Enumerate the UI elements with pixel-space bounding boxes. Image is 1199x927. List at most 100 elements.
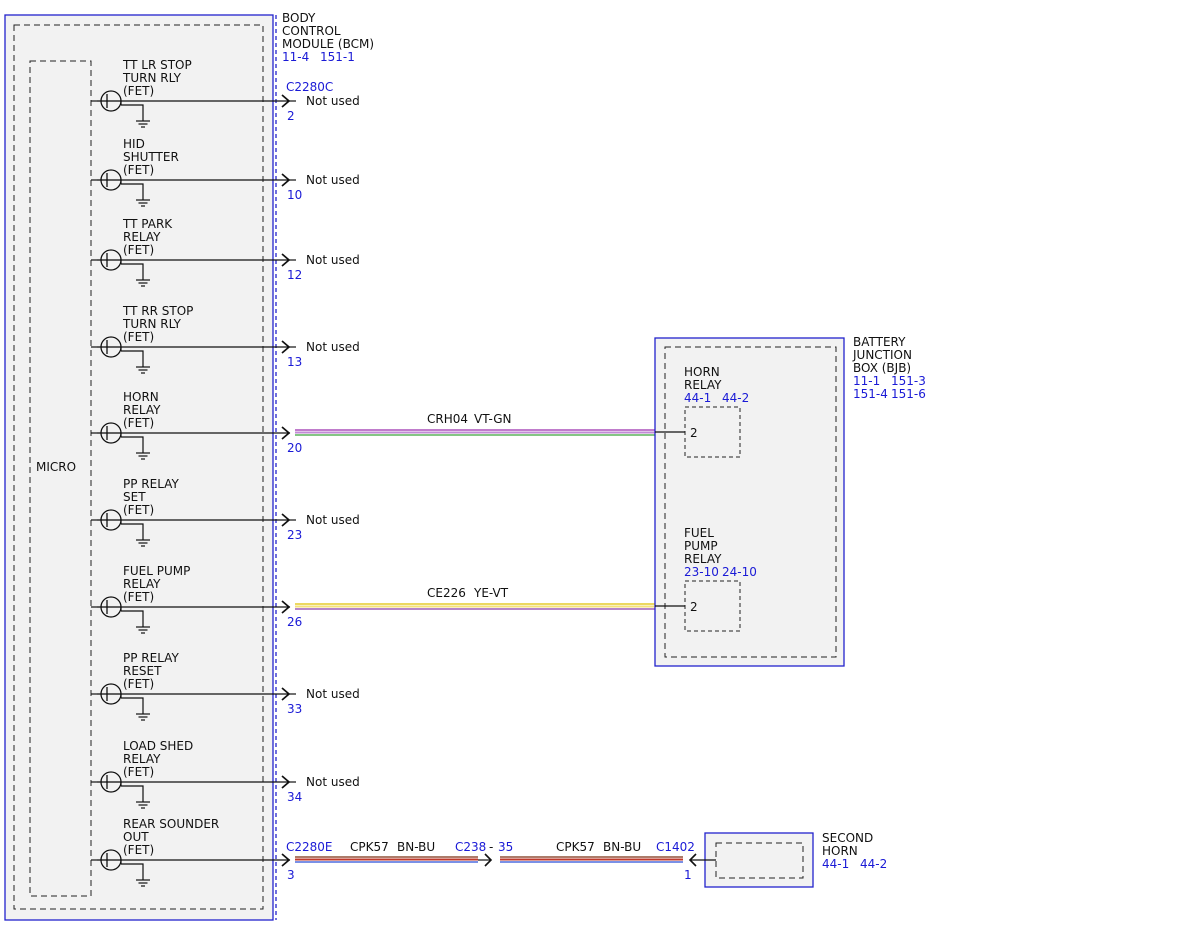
driver-label: PP RELAY [123, 651, 179, 665]
second-horn-title-line: SECOND [822, 831, 873, 845]
driver-label: (FET) [123, 163, 154, 177]
inline-connector-c238[interactable]: C238 - 35 [455, 840, 513, 867]
bcm-title-line: MODULE (BCM) [282, 37, 374, 51]
pin-arrow-icon [281, 340, 291, 354]
ground-wire [121, 183, 144, 190]
driver-label: TT RR STOP [122, 304, 193, 318]
wire-rear-sounder-b[interactable]: CPK57 BN-BU [500, 840, 683, 863]
micro-label: MICRO [36, 460, 76, 474]
pin-number[interactable]: 34 [287, 790, 302, 804]
horn-relay-label: RELAY [684, 378, 722, 392]
connector-c2280e[interactable]: C2280E [286, 840, 333, 854]
second-horn-ref[interactable]: 44-2 [860, 857, 887, 871]
bjb-title-line: BOX (BJB) [853, 361, 911, 375]
pin-number[interactable]: 33 [287, 702, 302, 716]
driver-label: (FET) [123, 243, 154, 257]
bcm-inner-boundary [13, 24, 264, 910]
bcm-ref[interactable]: 151-1 [320, 50, 355, 64]
connector-c1402[interactable]: C1402 [656, 840, 695, 854]
driver-label: SHUTTER [123, 150, 179, 164]
bcm-ref[interactable]: 11-4 [282, 50, 309, 64]
wire-rear-sounder-a[interactable]: CPK57 BN-BU [295, 840, 478, 863]
wire-circuit-label: CPK57 [350, 840, 389, 854]
driver-label: RESET [123, 664, 162, 678]
horn-relay-ref[interactable]: 44-1 [684, 391, 711, 405]
bjb-outline [654, 337, 845, 667]
not-used-label: Not used [306, 340, 360, 354]
connector-c2280c[interactable]: C2280C [286, 80, 333, 94]
second-horn-title: SECOND HORN 44-1 44-2 [822, 831, 887, 871]
second-horn-ref[interactable]: 44-1 [822, 857, 849, 871]
horn-relay-label: HORN [684, 365, 720, 379]
wire-color-label: BN-BU [397, 840, 435, 854]
pin-arrow-icon [281, 173, 291, 187]
wire-circuit-label: CPK57 [556, 840, 595, 854]
not-used-label: Not used [306, 687, 360, 701]
wire-horn[interactable]: CRH04 VT-GN [295, 412, 655, 436]
connector-pin: 35 [498, 840, 513, 854]
fuel-relay-label: RELAY [684, 552, 722, 566]
driver-label: SET [123, 490, 146, 504]
horn-relay-ref[interactable]: 44-2 [722, 391, 749, 405]
ground-wire [121, 697, 144, 704]
fuel-relay-ref[interactable]: 24-10 [722, 565, 757, 579]
pin-number[interactable]: 3 [287, 868, 295, 882]
bcm-title-line: CONTROL [282, 24, 341, 38]
pin-number[interactable]: 13 [287, 355, 302, 369]
pin-number[interactable]: 12 [287, 268, 302, 282]
second-horn-pin-arrow [688, 853, 697, 867]
pin-number[interactable]: 23 [287, 528, 302, 542]
second-horn-module: C1402 1 [656, 832, 814, 888]
driver-label: PP RELAY [123, 477, 179, 491]
fuel-relay-ref[interactable]: 23-10 [684, 565, 719, 579]
bjb-title: BATTERY JUNCTION BOX (BJB) 11-1 151-3 15… [852, 335, 926, 401]
driver-label: (FET) [123, 84, 154, 98]
pin-number[interactable]: 10 [287, 188, 302, 202]
connector-c238[interactable]: C238 [455, 840, 486, 854]
not-used-label: Not used [306, 253, 360, 267]
connector-separator: - [489, 840, 493, 854]
ground-wire [121, 523, 144, 530]
micro-block [29, 60, 92, 897]
bcm-module: MICRO [4, 14, 277, 921]
bjb-title-line: JUNCTION [852, 348, 912, 362]
pin-arrow-icon [281, 253, 291, 267]
driver-label: TT LR STOP [122, 58, 192, 72]
ground-wire [121, 436, 144, 443]
pin-number[interactable]: 26 [287, 615, 302, 629]
bjb-ref[interactable]: 11-1 [853, 374, 880, 388]
pin-arrow-icon [281, 853, 291, 867]
second-horn-outline [704, 832, 814, 888]
pin-number[interactable]: 20 [287, 441, 302, 455]
driver-label: REAR SOUNDER [123, 817, 219, 831]
driver-label: RELAY [123, 403, 161, 417]
wire-color-label: BN-BU [603, 840, 641, 854]
pin-number[interactable]: 2 [287, 109, 295, 123]
fuel-relay-pin: 2 [690, 600, 698, 614]
bjb-ref[interactable]: 151-6 [891, 387, 926, 401]
driver-label: (FET) [123, 330, 154, 344]
not-used-label: Not used [306, 775, 360, 789]
ground-wire [121, 104, 144, 111]
wire-fuel-pump[interactable]: CE226 YE-VT [295, 586, 655, 610]
second-horn-inner [715, 842, 804, 879]
driver-label: OUT [123, 830, 149, 844]
bjb-inner-boundary [664, 346, 837, 658]
driver-label: (FET) [123, 765, 154, 779]
pin-arrow-icon [281, 513, 291, 527]
bjb-ref[interactable]: 151-3 [891, 374, 926, 388]
bjb-module: HORN RELAY 44-1 44-2 2 FUEL PUMP RELAY 2… [654, 337, 845, 667]
bjb-ref[interactable]: 151-4 [853, 387, 888, 401]
driver-label: (FET) [123, 416, 154, 430]
driver-label: LOAD SHED [123, 739, 193, 753]
wire-color-label: YE-VT [473, 586, 509, 600]
second-horn-title-line: HORN [822, 844, 858, 858]
